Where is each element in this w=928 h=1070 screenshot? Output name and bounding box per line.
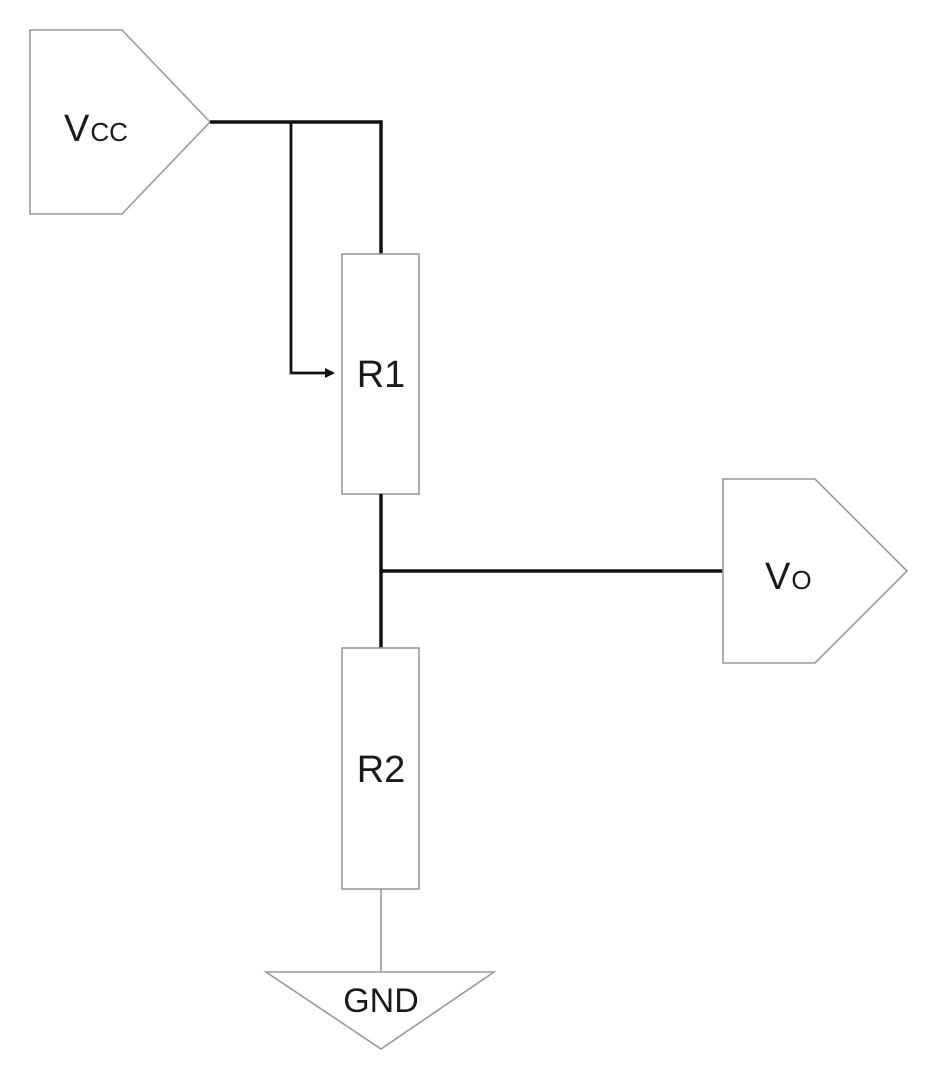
vcc-label-sub: CC — [90, 117, 128, 147]
r2-label: R2 — [357, 749, 406, 791]
vo-label-sub: O — [791, 565, 811, 595]
svg-text:VCC: VCC — [64, 108, 128, 150]
r1-body — [341, 253, 420, 495]
vo-terminal-shape — [722, 478, 909, 664]
vcc-terminal: VCC — [29, 29, 212, 215]
resistor-r1: R1 — [341, 253, 420, 495]
r2-body — [341, 647, 420, 890]
vcc-terminal-shape — [29, 29, 212, 215]
vo-label-main: V — [765, 556, 791, 598]
gnd-label: GND — [343, 982, 419, 1020]
wire-vcc-to-r1 — [210, 120, 383, 254]
r1-label: R1 — [357, 354, 406, 396]
vo-terminal: VO — [722, 478, 909, 664]
resistor-r2: R2 — [341, 647, 420, 890]
svg-text:VO: VO — [765, 556, 812, 598]
wire-wiper-r1 — [289, 122, 335, 378]
vcc-label-main: V — [64, 108, 90, 150]
gnd-terminal-shape — [263, 971, 497, 1050]
gnd-terminal: GND — [263, 971, 497, 1050]
